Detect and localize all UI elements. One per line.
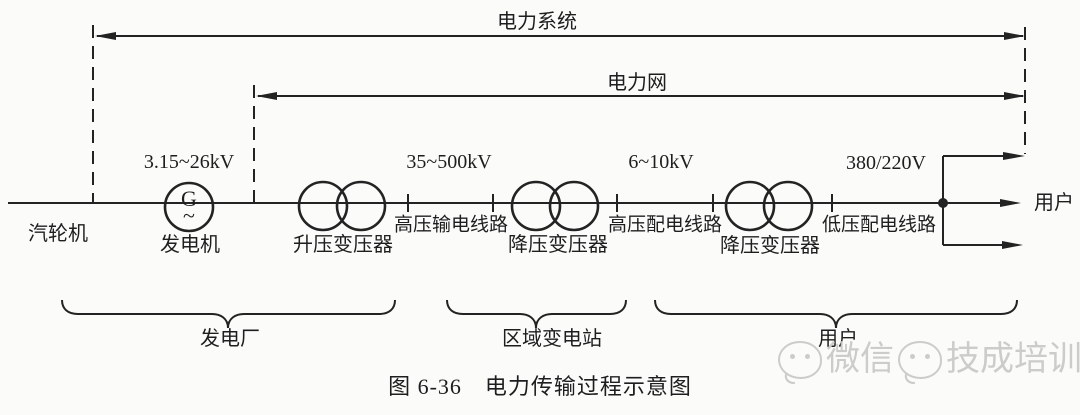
regional-substation-brace (446, 299, 627, 329)
transmission-voltage-label: 35~500kV (406, 151, 492, 173)
generator-label: 发电机 (160, 234, 220, 256)
hv-distribution-voltage-label: 6~10kV (628, 151, 694, 173)
user-branch-lines (938, 152, 1025, 249)
step-down-transformer-2-label: 降压变压器 (720, 235, 820, 257)
step-down-transformer-1-label: 降压变压器 (508, 234, 608, 256)
users-brace (654, 299, 1018, 329)
user-label: 用户 (1034, 192, 1074, 214)
watermark: 微信 技成培训 (778, 341, 1080, 384)
generator-symbol-wave: ~ (183, 203, 195, 228)
steam-turbine-label: 汽轮机 (28, 223, 88, 245)
power-grid-label: 电力网 (607, 72, 667, 94)
hv-transmission-line-label: 高压输电线路 (393, 214, 509, 236)
power-grid-dimension-line (256, 92, 1025, 100)
watermark-text-1: 微信 (826, 341, 894, 378)
lv-distribution-line-label: 低压配电线路 (821, 214, 937, 236)
figure-caption: 图 6-36 电力传输过程示意图 (388, 374, 692, 399)
users-brace-label: 用户 (818, 328, 858, 350)
step-up-transformer-label: 升压变压器 (293, 234, 393, 256)
lv-distribution-voltage-label: 380/220V (846, 152, 926, 174)
step-down-transformer-1-symbol (510, 180, 600, 232)
generator-symbol-letter: G (181, 186, 197, 211)
power-system-label: 电力系统 (497, 11, 577, 33)
watermark-text-2: 技成培训 (946, 341, 1080, 378)
generator-symbol (163, 181, 215, 233)
wechat-face-icon (898, 341, 942, 384)
wechat-face-icon (778, 341, 822, 384)
power-system-dimension-line (95, 32, 1025, 40)
power-plant-label: 发电厂 (200, 328, 260, 350)
regional-substation-label: 区域变电站 (502, 328, 602, 350)
power-plant-brace (61, 299, 396, 329)
generator-voltage-label: 3.15~26kV (143, 151, 235, 173)
step-up-transformer-symbol (297, 180, 387, 232)
bus-tick-marks (407, 194, 833, 212)
hv-distribution-line-label: 高压配电线路 (607, 214, 723, 236)
step-down-transformer-2-symbol (724, 180, 814, 232)
